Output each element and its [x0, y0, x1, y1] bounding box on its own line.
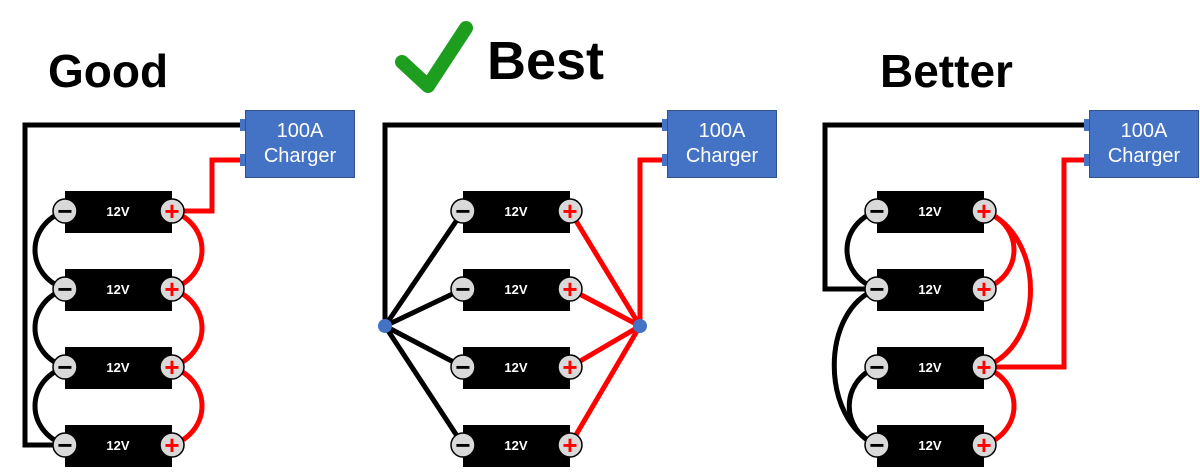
negative-terminal-icon: − — [455, 274, 470, 304]
positive-jumper — [983, 364, 1017, 448]
battery: 12V − + — [450, 425, 583, 467]
charger-port-positive — [240, 154, 248, 166]
positive-junction — [633, 319, 647, 333]
negative-jumper — [844, 208, 878, 292]
charger-label: Charger — [263, 145, 337, 167]
positive-terminal-icon: + — [562, 274, 577, 304]
panel-title-best: Best — [487, 31, 605, 91]
charger-rating: 100A — [698, 120, 746, 142]
negative-terminal-icon: − — [869, 430, 884, 460]
positive-terminal-icon: + — [562, 430, 577, 460]
positive-terminal-icon: + — [976, 352, 991, 382]
negative-jumper — [32, 364, 66, 448]
battery: 12V − + — [864, 269, 997, 311]
charger-rating: 100A — [276, 120, 324, 142]
battery-label: 12V — [504, 282, 527, 297]
positive-terminal-icon: + — [164, 196, 179, 226]
battery: 12V − + — [52, 191, 185, 233]
battery: 12V − + — [450, 191, 583, 233]
positive-fanout — [567, 209, 643, 447]
battery-label: 12V — [504, 360, 527, 375]
battery: 12V − + — [52, 347, 185, 389]
negative-terminal-icon: − — [455, 196, 470, 226]
positive-terminal-icon: + — [164, 274, 179, 304]
battery: 12V − + — [52, 425, 185, 467]
negative-terminal-icon: − — [57, 274, 72, 304]
negative-terminal-icon: − — [57, 352, 72, 382]
negative-terminal-icon: − — [455, 430, 470, 460]
panel-title-better: Better — [880, 45, 1013, 97]
battery-label: 12V — [106, 282, 129, 297]
panel-title-good: Good — [48, 45, 169, 97]
positive-wire — [637, 157, 667, 326]
panel-better: 12V − + 12V − + 12V − + 12V − — [822, 119, 1092, 467]
positive-terminal-icon: + — [562, 196, 577, 226]
negative-terminal-icon: − — [455, 352, 470, 382]
positive-wire — [172, 157, 245, 214]
charger-port-negative — [1084, 119, 1092, 131]
negative-terminal-icon: − — [57, 196, 72, 226]
battery-label: 12V — [918, 438, 941, 453]
battery-label: 12V — [106, 204, 129, 219]
battery: 12V − + — [450, 347, 583, 389]
negative-junction — [378, 319, 392, 333]
positive-terminal-icon: + — [164, 352, 179, 382]
panel-best: 12V − + 12V − + 12V − + 12V − — [378, 21, 670, 467]
positive-jumper — [171, 364, 205, 448]
charger-port-positive — [1084, 154, 1092, 166]
negative-jumper — [32, 208, 66, 292]
negative-terminal-icon: − — [869, 196, 884, 226]
positive-jumper — [983, 208, 1033, 370]
battery-label: 12V — [106, 438, 129, 453]
negative-fanout — [382, 209, 466, 447]
positive-terminal-icon: + — [976, 274, 991, 304]
battery-label: 12V — [918, 282, 941, 297]
battery-label: 12V — [504, 438, 527, 453]
battery-label: 12V — [106, 360, 129, 375]
charger-port-positive — [662, 154, 670, 166]
positive-terminal-icon: + — [164, 430, 179, 460]
charger-box: 100A Charger — [667, 110, 777, 178]
negative-wire — [382, 122, 667, 326]
battery: 12V − + — [52, 269, 185, 311]
charger-port-negative — [662, 119, 670, 131]
charger-label: Charger — [685, 145, 759, 167]
negative-wire — [22, 122, 245, 448]
positive-jumper — [171, 208, 205, 292]
negative-terminal-icon: − — [869, 274, 884, 304]
positive-terminal-icon: + — [976, 430, 991, 460]
panel-good: 12V − + 12V − + 12V − + 12V − — [22, 119, 248, 467]
battery-label: 12V — [918, 360, 941, 375]
charger-box: 100A Charger — [245, 110, 355, 178]
negative-jumper — [32, 286, 66, 370]
battery: 12V − + — [864, 425, 997, 467]
negative-terminal-icon: − — [57, 430, 72, 460]
positive-jumper — [171, 286, 205, 370]
charger-label: Charger — [1107, 145, 1181, 167]
positive-wire — [984, 157, 1089, 370]
battery-label: 12V — [504, 204, 527, 219]
charger-rating: 100A — [1120, 120, 1168, 142]
positive-terminal-icon: + — [562, 352, 577, 382]
negative-terminal-icon: − — [869, 352, 884, 382]
battery-label: 12V — [918, 204, 941, 219]
charger-box: 100A Charger — [1089, 110, 1199, 178]
negative-wire — [822, 122, 1089, 292]
checkmark-icon — [395, 21, 473, 93]
battery: 12V − + — [864, 347, 997, 389]
positive-terminal-icon: + — [976, 196, 991, 226]
battery: 12V − + — [450, 269, 583, 311]
charger-port-negative — [240, 119, 248, 131]
battery: 12V − + — [864, 191, 997, 233]
